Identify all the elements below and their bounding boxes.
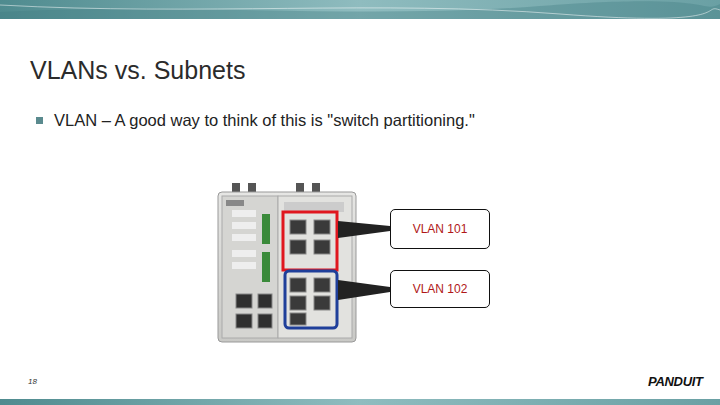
- banner-line: [0, 5, 720, 18]
- brand-logo: PANDUIT: [648, 374, 703, 389]
- bullet-square: [36, 117, 43, 124]
- vlan-outline-red: [283, 212, 337, 270]
- bottom-bar: [0, 399, 720, 405]
- leader-line: [338, 221, 390, 238]
- slide-title: VLANs vs. Subnets: [30, 56, 245, 85]
- banner-wave: [0, 1, 720, 19]
- bullet-text: VLAN – A good way to think of this is "s…: [54, 111, 475, 130]
- callout-text: VLAN 102: [413, 282, 468, 296]
- callout-text: VLAN 101: [413, 222, 468, 236]
- page-number: 18: [28, 377, 37, 386]
- switch-illustration: [218, 183, 356, 342]
- leader-line: [338, 280, 390, 300]
- vlan-outline-blue: [285, 271, 337, 328]
- callout-box: VLAN 102: [390, 270, 490, 308]
- callout-box: VLAN 101: [390, 209, 490, 249]
- top-banner: [0, 0, 720, 19]
